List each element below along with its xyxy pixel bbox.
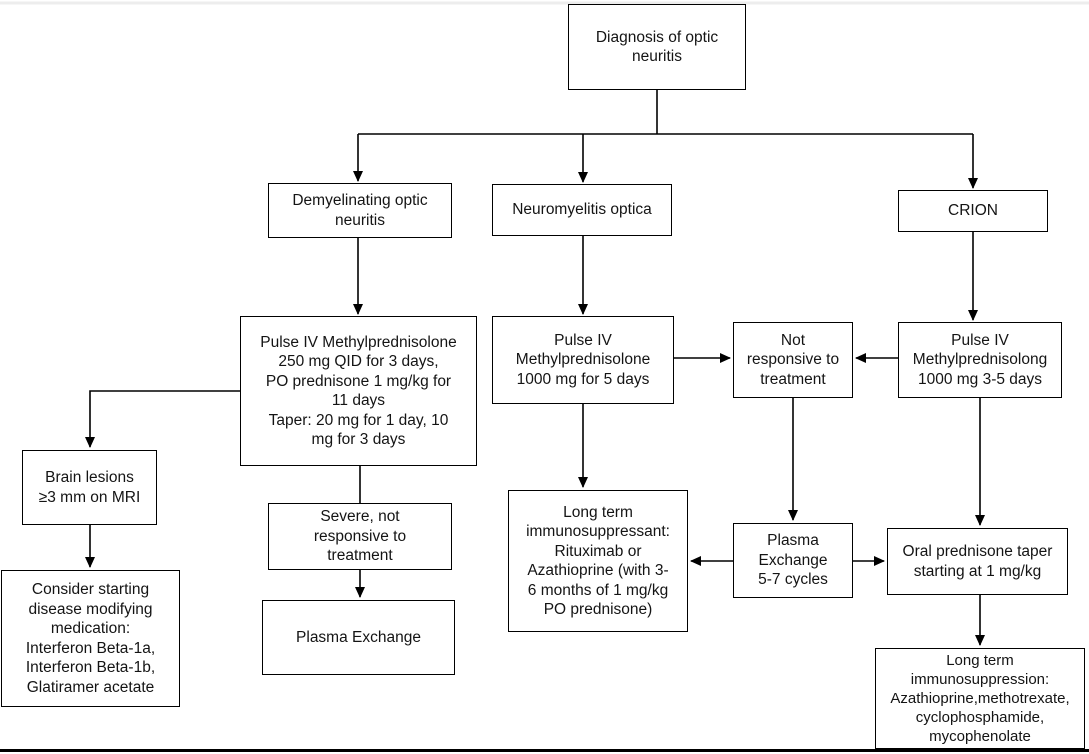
node-long-term-suppression: Long term immunosuppression: Azathioprin…	[875, 648, 1085, 749]
node-neuromyelitis: Neuromyelitis optica	[492, 184, 672, 236]
node-consider-dmm: Consider starting disease modifying medi…	[1, 570, 180, 707]
edge-pulse-brainlesions	[85, 390, 240, 448]
node-diagnosis: Diagnosis of optic neuritis	[568, 4, 746, 90]
node-severe: Severe, not responsive to treatment	[268, 503, 452, 570]
node-plasma-cycles: Plasma Exchange 5-7 cycles	[733, 523, 853, 598]
node-long-term-suppressant: Long term immunosuppressant: Rituximab o…	[508, 490, 688, 632]
node-oral-taper: Oral prednisone taper starting at 1 mg/k…	[887, 528, 1068, 595]
node-pulse-crion: Pulse IV Methylprednisolong 1000 mg 3-5 …	[898, 322, 1062, 398]
node-crion: CRION	[898, 190, 1048, 232]
node-not-responsive: Not responsive to treatment	[733, 322, 853, 398]
node-plasma-exchange: Plasma Exchange	[262, 600, 455, 675]
node-demyelinating: Demyelinating optic neuritis	[268, 183, 452, 238]
node-brain-lesions: Brain lesions ≥3 mm on MRI	[22, 450, 157, 525]
node-pulse-demyelinating: Pulse IV Methylprednisolone 250 mg QID f…	[240, 316, 477, 466]
node-pulse-nmo: Pulse IV Methylprednisolone 1000 mg for …	[492, 316, 674, 404]
